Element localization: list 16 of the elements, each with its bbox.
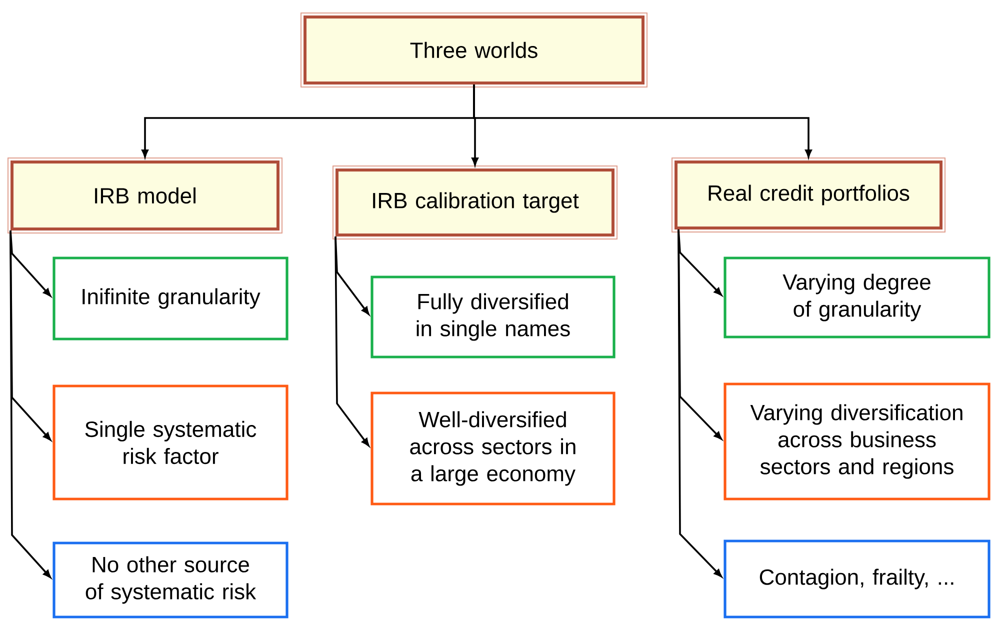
process-box: Single systematic risk factor	[52, 384, 288, 500]
arrow	[678, 230, 722, 578]
arrow	[10, 230, 52, 578]
heading-box: Real credit portfolios	[672, 158, 946, 232]
arrow	[473, 84, 812, 158]
process-box: Varying diversification across business sectors and regions	[724, 382, 990, 500]
arrow	[334, 236, 370, 446]
process-box: Varying degree of granularity	[724, 256, 990, 338]
process-box: Inifinite granularity	[52, 256, 288, 340]
heading-box: Three worlds	[300, 12, 648, 88]
process-box: Contagion, frailty, ...	[724, 540, 990, 618]
process-box: Fully diversified in single names	[370, 276, 616, 358]
heading-box: IRB model	[8, 158, 282, 234]
process-box: No other source of systematic risk	[52, 542, 288, 618]
process-box: Well-diversified across sectors in a large economy	[370, 392, 616, 506]
heading-box: IRB calibration target	[332, 166, 618, 240]
